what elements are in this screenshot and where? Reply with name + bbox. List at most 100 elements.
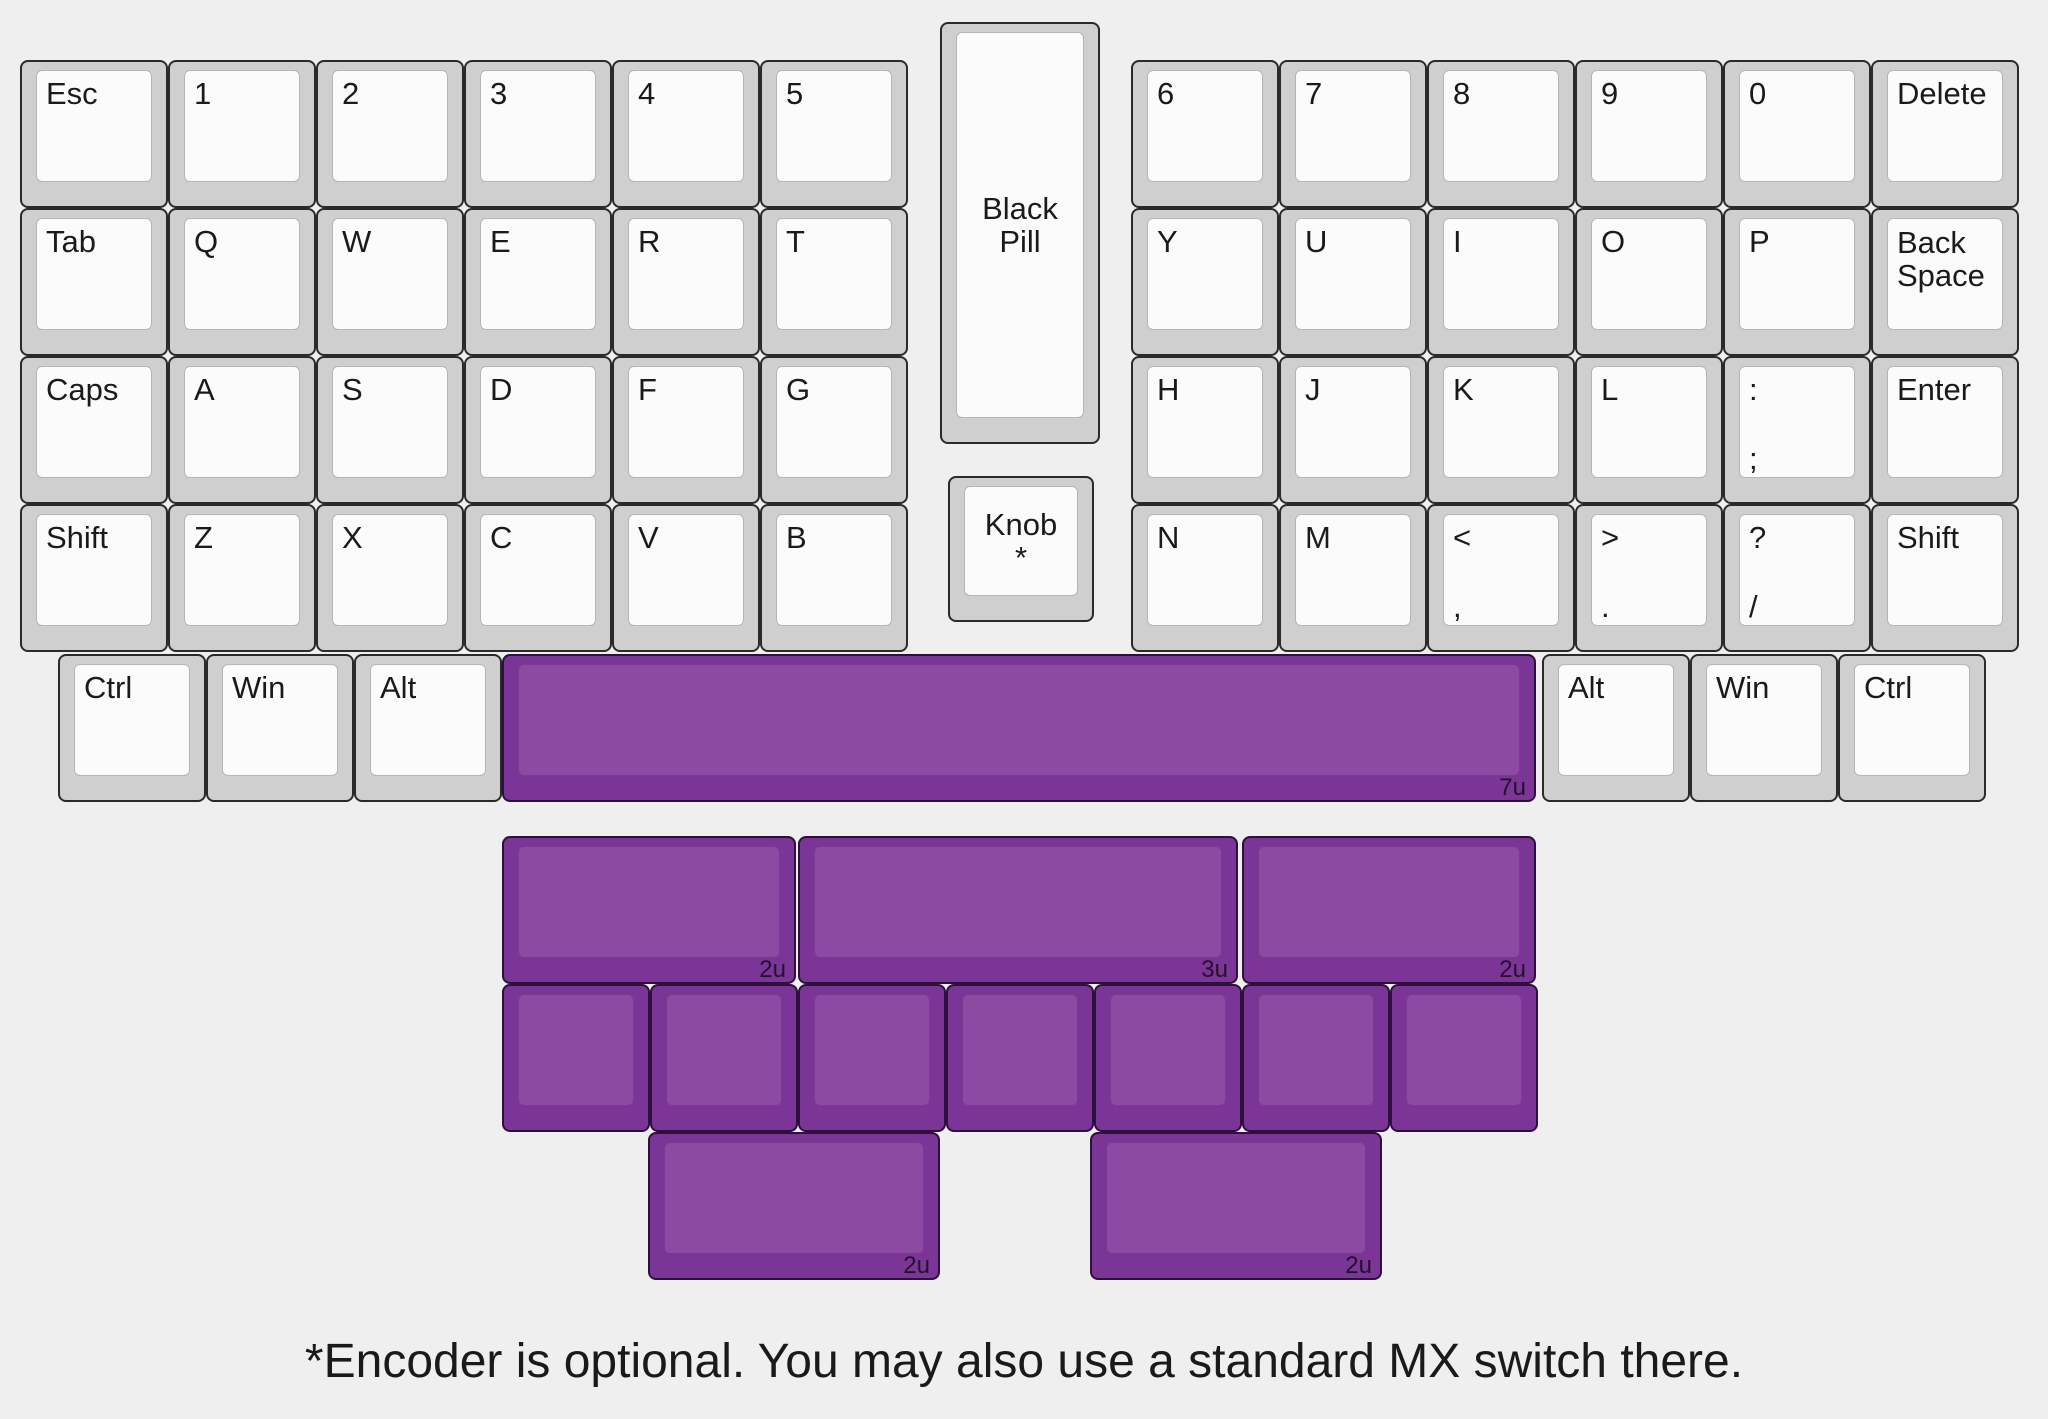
legend-top: F bbox=[638, 372, 657, 407]
key-left-c: C bbox=[464, 504, 612, 652]
key-right-alt: Alt bbox=[1542, 654, 1690, 802]
split-space-2u-1: 2u bbox=[502, 836, 796, 984]
keycap-top bbox=[1443, 218, 1559, 330]
key-right-slash: ?/ bbox=[1723, 504, 1871, 652]
legend-top: S bbox=[342, 372, 363, 407]
black-pill-controller: Black Pill bbox=[940, 22, 1100, 444]
legend-top: : bbox=[1749, 372, 1758, 407]
legend-top: N bbox=[1157, 520, 1180, 555]
legend-top: E bbox=[490, 224, 511, 259]
size-label: 2u bbox=[903, 1252, 930, 1279]
legend-top: Z bbox=[194, 520, 213, 555]
legend-top: W bbox=[342, 224, 372, 259]
keycap-top bbox=[1591, 514, 1707, 626]
legend-top: B bbox=[786, 520, 807, 555]
legend-top: Win bbox=[1716, 670, 1770, 705]
key-left-d: D bbox=[464, 356, 612, 504]
keycap-top bbox=[332, 218, 448, 330]
legend-top: 5 bbox=[786, 76, 804, 111]
keycap-top bbox=[1258, 994, 1374, 1106]
legend-top: X bbox=[342, 520, 363, 555]
key-left-f: F bbox=[612, 356, 760, 504]
legend-top: ? bbox=[1749, 520, 1767, 555]
rotary-encoder-knob: Knob * bbox=[948, 476, 1094, 622]
keycap-top bbox=[776, 366, 892, 478]
keycap-top bbox=[184, 514, 300, 626]
key-right-8: 8 bbox=[1427, 60, 1575, 208]
key-left-q: Q bbox=[168, 208, 316, 356]
legend-top: Esc bbox=[46, 76, 98, 111]
keycap-top bbox=[814, 846, 1222, 958]
legend-top: Win bbox=[232, 670, 286, 705]
key-right-period: >. bbox=[1575, 504, 1723, 652]
split-space-1u-6 bbox=[1242, 984, 1390, 1132]
keycap-top bbox=[332, 70, 448, 182]
legend-bottom: . bbox=[1601, 589, 1610, 624]
keycap-top bbox=[1147, 218, 1263, 330]
encoder-footnote: *Encoder is optional. You may also use a… bbox=[304, 1335, 1744, 1388]
legend-top: Shift bbox=[46, 520, 109, 555]
legend-top: C bbox=[490, 520, 513, 555]
keycap-top bbox=[518, 994, 634, 1106]
split-space-1u-5 bbox=[1094, 984, 1242, 1132]
legend-top: 1 bbox=[194, 76, 212, 111]
legend-top: Tab bbox=[46, 224, 96, 259]
legend-top: A bbox=[194, 372, 215, 407]
key-left-3: 3 bbox=[464, 60, 612, 208]
key-left-x: X bbox=[316, 504, 464, 652]
legend-top: D bbox=[490, 372, 513, 407]
split-space-2u-3: 2u bbox=[1242, 836, 1536, 984]
keycap-top bbox=[222, 664, 338, 776]
keycap-top bbox=[962, 994, 1078, 1106]
key-left-alt: Alt bbox=[354, 654, 502, 802]
keycap-top bbox=[776, 218, 892, 330]
split-space-3u-2: 3u bbox=[798, 836, 1238, 984]
spacebar-7u: 7u bbox=[502, 654, 1536, 802]
legend-bottom: , bbox=[1453, 589, 1462, 624]
legend-bottom: / bbox=[1749, 589, 1758, 624]
key-left-e: E bbox=[464, 208, 612, 356]
keycap-top bbox=[480, 366, 596, 478]
keycap-top bbox=[1591, 70, 1707, 182]
keycap-top bbox=[1295, 514, 1411, 626]
keycap-top bbox=[36, 218, 152, 330]
key-right-7: 7 bbox=[1279, 60, 1427, 208]
key-right-i: I bbox=[1427, 208, 1575, 356]
key-right-u: U bbox=[1279, 208, 1427, 356]
legend-top: U bbox=[1305, 224, 1328, 259]
keycap-top bbox=[1706, 664, 1822, 776]
key-left-ctrl: Ctrl bbox=[58, 654, 206, 802]
key-left-z: Z bbox=[168, 504, 316, 652]
legend-top: H bbox=[1157, 372, 1180, 407]
keycap-top bbox=[332, 514, 448, 626]
legend-top: Delete bbox=[1897, 76, 1987, 111]
keycap-top bbox=[628, 218, 744, 330]
key-left-t: T bbox=[760, 208, 908, 356]
keycap-top bbox=[1295, 366, 1411, 478]
legend-top: G bbox=[786, 372, 811, 407]
key-left-w: W bbox=[316, 208, 464, 356]
keycap-top bbox=[964, 486, 1078, 596]
legend-top: Y bbox=[1157, 224, 1178, 259]
key-right-0: 0 bbox=[1723, 60, 1871, 208]
size-label: 7u bbox=[1499, 774, 1526, 801]
split-space-bottom-2u-2: 2u bbox=[1090, 1132, 1382, 1280]
legend-top: L bbox=[1601, 372, 1619, 407]
keycap-top bbox=[666, 994, 782, 1106]
split-space-1u-4 bbox=[946, 984, 1094, 1132]
legend-top: Enter bbox=[1897, 372, 1972, 407]
split-space-1u-3 bbox=[798, 984, 946, 1132]
keycap-top bbox=[1147, 366, 1263, 478]
keycap-top bbox=[628, 366, 744, 478]
key-right-l: L bbox=[1575, 356, 1723, 504]
keycap-top bbox=[518, 846, 780, 958]
keycap-top bbox=[1443, 366, 1559, 478]
keycap-top bbox=[1887, 514, 2003, 626]
keycap-top bbox=[1887, 218, 2003, 330]
key-right-semicolon: :; bbox=[1723, 356, 1871, 504]
legend-top: Alt bbox=[380, 670, 417, 705]
keycap-top bbox=[1295, 218, 1411, 330]
keycap-top bbox=[1591, 366, 1707, 478]
key-right-comma: <, bbox=[1427, 504, 1575, 652]
